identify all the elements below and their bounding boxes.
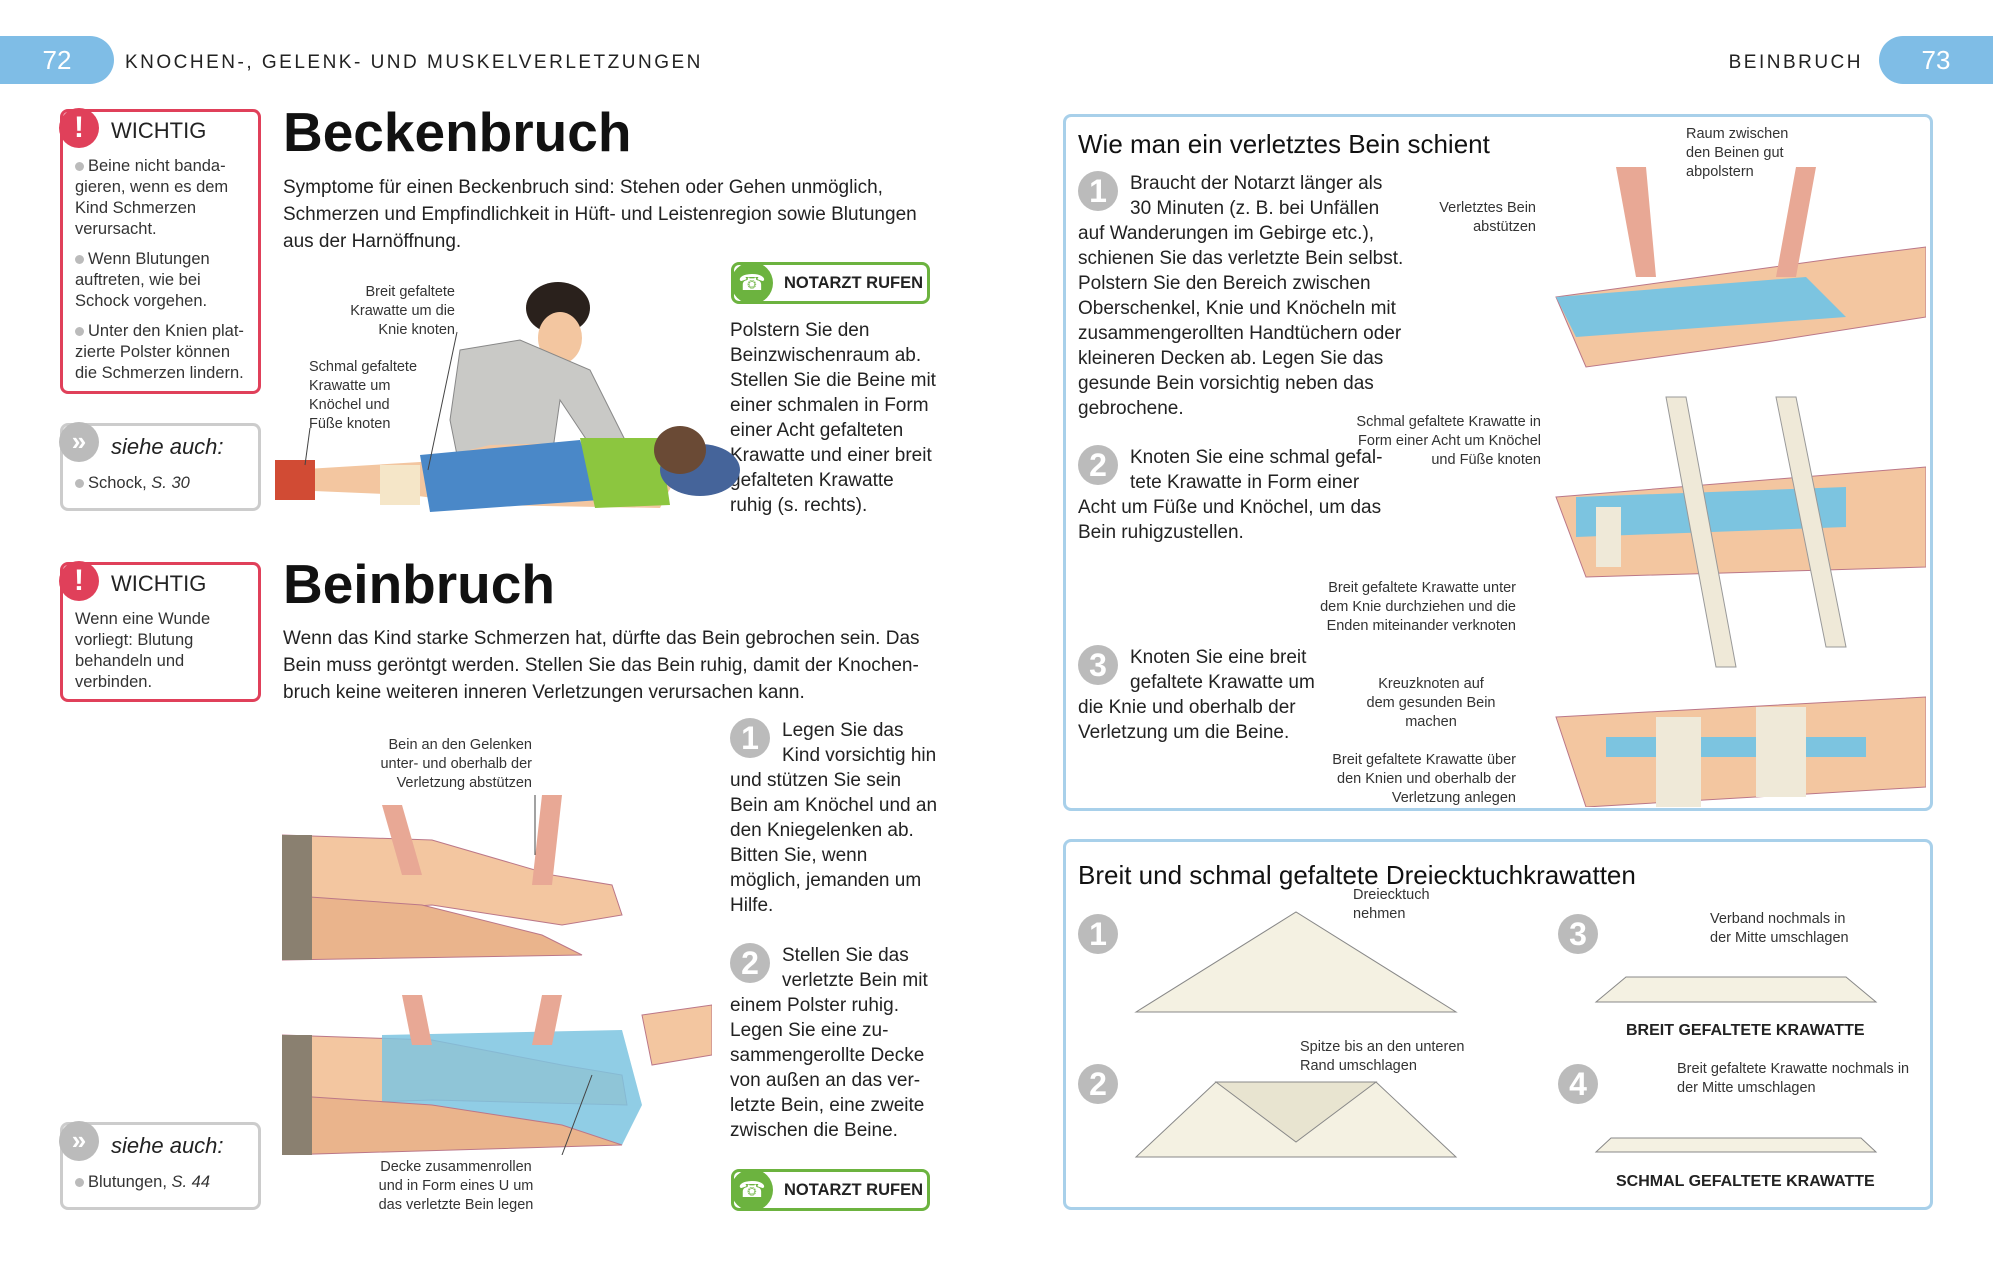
see-also-link[interactable]: Blutungen, S. 44 (75, 1173, 248, 1192)
double-chevron-icon: » (59, 422, 99, 462)
caption: Verletztes Bein abstützen (1439, 200, 1536, 235)
splint-illustrations (1555, 167, 1926, 807)
caption: Schmal gefaltete Krawatte in Form einer … (1356, 414, 1541, 468)
caption: Spitze bis an den unteren Rand umschlage… (1300, 1039, 1465, 1074)
step-number: 1 (1078, 171, 1118, 211)
heading-beinbruch: Beinbruch (283, 553, 555, 615)
see-also-link[interactable]: Schock, S. 30 (75, 474, 248, 493)
pelvis-illustration (275, 282, 740, 512)
section-title: BEINBRUCH (1728, 52, 1863, 73)
call-emergency-badge: ☎ NOTARZT RUFEN (731, 262, 930, 304)
page-number-right: 73 (1879, 36, 1993, 84)
step-number: 2 (730, 943, 770, 983)
label-broad-cravat: BREIT GEFALTETE KRAWATTE (1626, 1022, 1865, 1039)
exclamation-icon: ! (59, 108, 99, 148)
step-number: 3 (1078, 645, 1118, 685)
beinbruch-intro: Wenn das Kind starke Schmerzen hat, dürf… (283, 628, 920, 703)
list-item: Wenn Blutungen auftreten, wie bei Schock… (75, 250, 210, 310)
step-number: 2 (1078, 1064, 1118, 1104)
important-box: ! WICHTIG Wenn eine Wunde vorliegt: Blut… (59, 561, 261, 702)
see-also-box: » siehe auch: Blutungen, S. 44 (59, 1121, 261, 1210)
see-also-title: siehe auch: (111, 434, 224, 459)
caption: Schmal gefaltete Krawatte um Knöchel und… (309, 359, 418, 432)
important-title: WICHTIG (111, 118, 207, 143)
call-emergency-badge: ☎ NOTARZT RUFEN (731, 1169, 930, 1211)
step-number: 3 (1558, 914, 1598, 954)
see-also-box: » siehe auch: Schock, S. 30 (59, 422, 261, 511)
important-box: ! WICHTIG Beine nicht banda-gieren, wenn… (59, 108, 261, 394)
list-item: Beine nicht banda-gieren, wenn es dem Ki… (75, 157, 229, 238)
caption: Verband nochmals in der Mitte umschlagen (1710, 911, 1849, 946)
caption: Dreiecktuch nehmen (1353, 887, 1430, 922)
important-title: WICHTIG (111, 571, 207, 596)
important-text: Wenn eine Wunde vorliegt: Blutung behand… (75, 610, 211, 691)
caption: Breit gefaltete Krawatte nochmals in der… (1677, 1061, 1910, 1096)
leg-support-illustration (282, 795, 623, 961)
phone-icon: ☎ (731, 262, 773, 304)
figure-eight-illustration (1555, 396, 1926, 668)
caption: Bein an den Gelenken unter- und oberhalb… (380, 737, 532, 791)
cravat-panel: Breit und schmal gefaltete Dreiecktuchkr… (1063, 839, 1933, 1210)
step-number: 2 (1078, 445, 1118, 485)
caption: Breit gefaltete Krawatte über den Knien … (1332, 752, 1516, 806)
page-number-left: 72 (0, 36, 114, 84)
step-number: 1 (730, 718, 770, 758)
caption: Breit gefaltete Krawatte unter dem Knie … (1320, 580, 1516, 634)
leg-padding-illustration (282, 995, 712, 1155)
see-also-title: siehe auch: (111, 1133, 224, 1158)
triangle-bandage (1134, 911, 1458, 1013)
broad-cravat (1594, 976, 1878, 1003)
padding-illustration (1555, 167, 1926, 368)
panel-title: Wie man ein verletztes Bein schient (1078, 129, 1490, 159)
caption: Raum zwischen den Beinen gut abpolstern (1686, 126, 1789, 180)
narrow-cravat (1594, 1137, 1878, 1153)
beckenbruch-text: Polstern Sie den Beinzwischenraum ab. St… (730, 320, 936, 516)
phone-icon: ☎ (731, 1169, 773, 1211)
knee-tie-illustration (1555, 696, 1926, 807)
list-item: Unter den Knien plat-zierte Polster könn… (75, 322, 244, 382)
step-number: 4 (1558, 1064, 1598, 1104)
panel-title: Breit und schmal gefaltete Dreiecktuchkr… (1078, 860, 1636, 890)
label-narrow-cravat: SCHMAL GEFALTETE KRAWATTE (1616, 1173, 1875, 1190)
cravat-illustrations (1134, 911, 1878, 1158)
beckenbruch-intro: Symptome für einen Beckenbruch sind: Ste… (283, 177, 917, 252)
caption: Decke zusammenrollen und in Form eines U… (378, 1159, 534, 1213)
chapter-title: KNOCHEN-, GELENK- UND MUSKELVERLETZUNGEN (125, 52, 703, 73)
step-number: 1 (1078, 914, 1118, 954)
caption: Breit gefaltete Krawatte um die Knie kno… (350, 284, 455, 338)
heading-beckenbruch: Beckenbruch (283, 101, 632, 163)
exclamation-icon: ! (59, 561, 99, 601)
double-chevron-icon: » (59, 1121, 99, 1161)
caption: Kreuzknoten auf dem gesunden Bein machen (1366, 676, 1496, 730)
